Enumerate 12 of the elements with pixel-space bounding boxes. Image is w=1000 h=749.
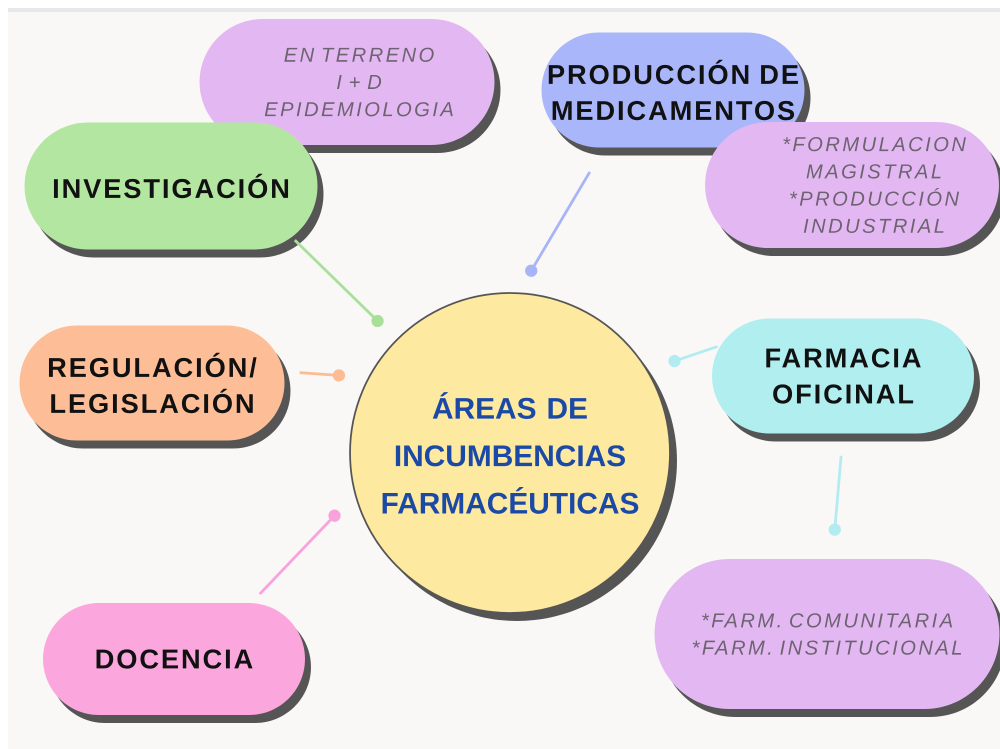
connector-line: [294, 239, 384, 328]
pill-box: FARMACIA OFICINAL: [712, 318, 980, 442]
connector-line: [258, 510, 341, 595]
connector-line: [300, 369, 346, 382]
connector-line: [668, 345, 718, 368]
pill-box: INVESTIGACIÓN: [24, 122, 324, 258]
pill-box: REGULACIÓN/ LEGISLACIÓN: [20, 326, 290, 448]
connector-line: [525, 171, 591, 277]
connector-line: [828, 456, 843, 536]
pill-box: DOCENCIA: [43, 603, 311, 723]
pill-box: *FORMULACION MAGISTRAL *PRODUCCIÓN INDUSTRIAL: [705, 122, 1000, 256]
pill-box: *FARM. COMUNITARIA *FARM. INSTITUCIONAL: [654, 559, 1000, 717]
